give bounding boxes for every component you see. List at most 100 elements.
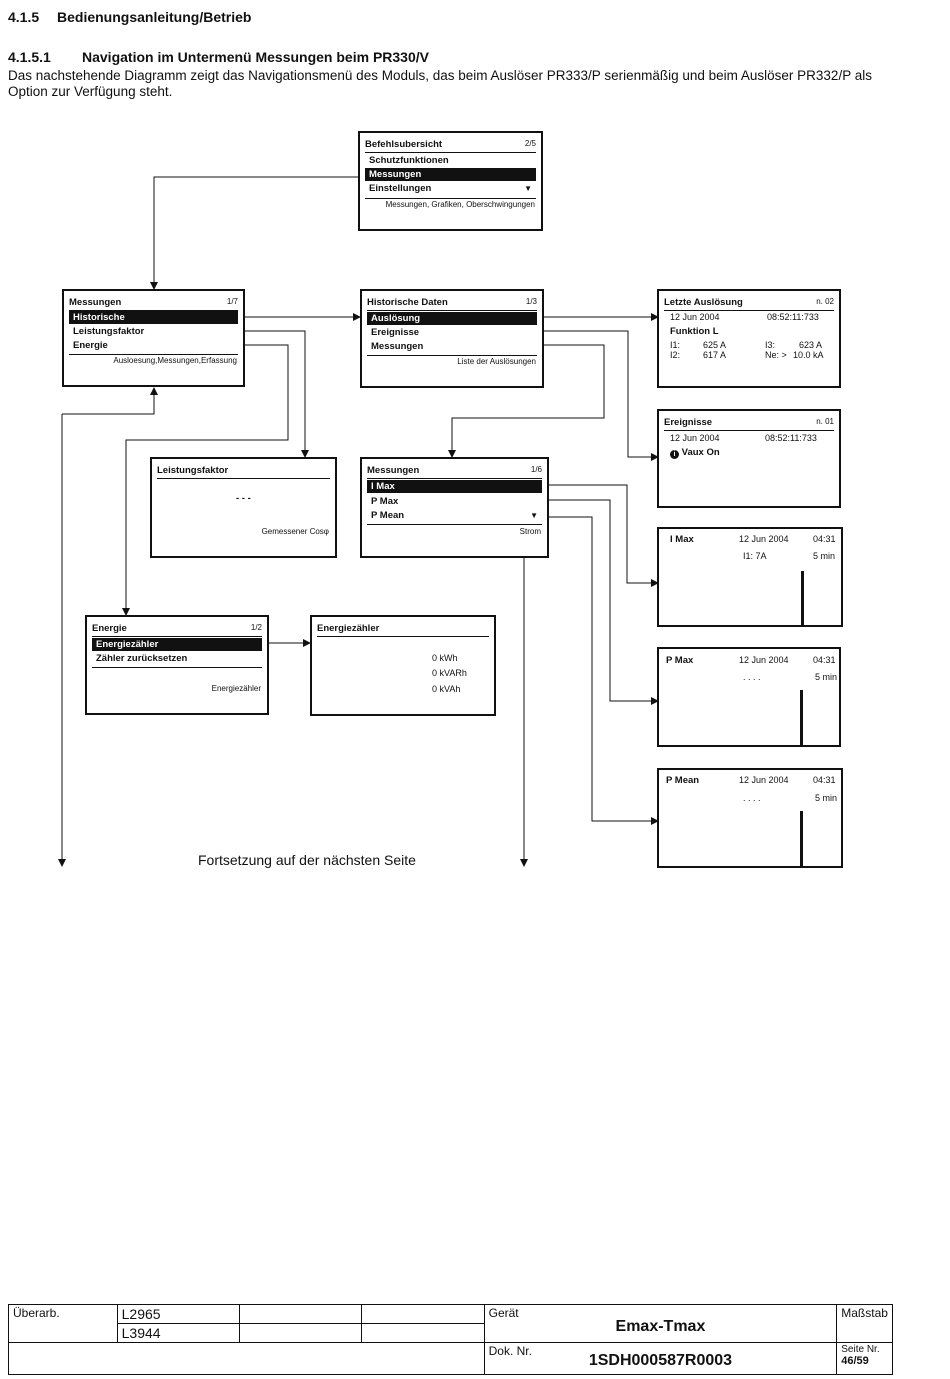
event-date: 12 Jun 2004 [670,433,720,443]
subsection-heading: 4.1.5.1 Navigation im Untermenü Messungen… [8,49,429,65]
screen-title: P Mean [666,775,700,786]
page-number-cell: Seite Nr. 46/59 [836,1342,893,1375]
chart-time: 04:31 [813,775,836,785]
menu-item-messungen-hist[interactable]: Messungen [371,341,424,352]
revision-empty-1 [239,1304,363,1324]
chart-bar [801,571,804,625]
i2-value: 617 A [703,350,727,360]
menu-item-energiezaehler[interactable]: Energiezähler [92,638,262,651]
link-pmean [546,516,659,825]
doc-number: 1SDH000587R0003 [588,1352,733,1369]
triangle-down-icon: ▼ [524,184,532,193]
event-name: Vaux On [681,447,720,458]
chart-time: 04:31 [813,534,836,544]
link-historische-ereignisse [544,330,659,461]
screen-footer: Ausloesung,Messungen,Erfassung [113,356,237,365]
menu-item-zaehler-zuruecksetzen[interactable]: Zähler zurücksetzen [96,653,188,664]
revision-empty-3 [239,1323,363,1343]
page-indicator: 2/5 [524,139,536,148]
menu-item-schutzfunktionen[interactable]: Schutzfunktionen [369,155,449,166]
screen-pmean: P Mean 12 Jun 2004 04:31 . . . . 5 min [657,768,843,868]
subsection-number: 4.1.5.1 [8,49,51,65]
triangle-down-icon: ▼ [530,511,538,520]
menu-item-historische[interactable]: Historische [69,311,238,324]
page-indicator: n. 01 [816,417,834,426]
info-icon: i [670,450,679,459]
doc-number-cell: Dok. Nr. 1SDH000587R0003 [483,1342,838,1375]
menu-item-einstellungen[interactable]: Einstellungen▼ [369,183,532,194]
screen-footer: Strom [519,527,541,536]
chart-date: 12 Jun 2004 [739,775,789,785]
screen-leistungsfaktor: Leistungsfaktor - - - Gemessener Cosφ [150,457,337,558]
link-pmax [546,499,659,705]
device-label: Gerät [488,1306,519,1320]
energy-kwh: 0 kWh [432,653,458,663]
page-number: 46/59 [841,1355,869,1367]
chart-value: . . . . [743,793,761,803]
i2-label: I2: [670,350,681,360]
menu-item-messungen[interactable]: Messungen [365,168,536,181]
chart-date: 12 Jun 2004 [739,655,789,665]
trip-time: 08:52:11:733 [767,312,819,322]
section-title: Bedienungsanleitung/Betrieb [57,9,252,25]
menu-item-ereignisse[interactable]: Ereignisse [371,327,420,338]
menu-item-imax[interactable]: I Max [367,480,542,493]
chart-time: 04:31 [813,655,836,665]
link-historische-messungen2 [448,344,605,458]
link-befehl-messungen [150,176,358,290]
trip-function: Funktion L [670,326,719,337]
scale-label: Maßstab [836,1304,893,1343]
screen-footer: Liste der Auslösungen [457,357,536,366]
link-messungen-energie [122,344,289,616]
link-imax [546,484,659,587]
chart-bar [800,690,803,746]
revision-empty-4 [361,1323,485,1343]
event-time: 08:52:11:733 [765,433,817,443]
screen-footer: Messungen, Grafiken, Oberschwingungen [385,200,535,209]
page-number-label: Seite Nr. [841,1344,880,1355]
chart-interval: 5 min [815,793,838,803]
chart-interval: 5 min [813,551,836,561]
revision-label: Überarb. [8,1304,118,1343]
i3-label: I3: [765,340,776,350]
menu-item-pmax[interactable]: P Max [371,496,399,507]
intro-text: Das nachstehende Diagramm zeigt das Navi… [8,68,872,99]
title-block: Überarb. L2965 Gerät Emax-Tmax Maßstab L… [8,1304,893,1375]
chart-value: . . . . [743,672,761,682]
ne-label: Ne: > [765,350,787,360]
separator [367,524,542,525]
menu-item-pmean[interactable]: P Mean▼ [371,510,538,521]
separator [69,354,238,355]
page-indicator: 1/6 [530,465,542,474]
screen-footer: Energiezähler [211,684,261,693]
chart-date: 12 Jun 2004 [739,534,789,544]
i3-value: 623 A [799,340,823,350]
menu-item-ausloesung[interactable]: Auslösung [367,312,537,325]
page-indicator: 1/2 [250,623,262,632]
i1-value: 625 A [703,340,727,350]
menu-item-energie[interactable]: Energie [73,340,108,351]
menu-item-leistungsfaktor[interactable]: Leistungsfaktor [73,326,145,337]
device-name: Emax-Tmax [615,1318,706,1335]
page-indicator: 1/3 [525,297,537,306]
ne-value: 10.0 kA [793,350,824,360]
energy-kvah: 0 kVAh [432,684,461,694]
continuation-note: Fortsetzung auf der nächsten Seite [198,852,416,868]
power-factor-value: - - - [236,493,251,504]
trip-date: 12 Jun 2004 [670,312,720,322]
screen-title: Energiezähler [317,623,489,637]
subsection-title: Navigation im Untermenü Messungen beim P… [82,49,429,65]
blank-cell [8,1342,485,1375]
